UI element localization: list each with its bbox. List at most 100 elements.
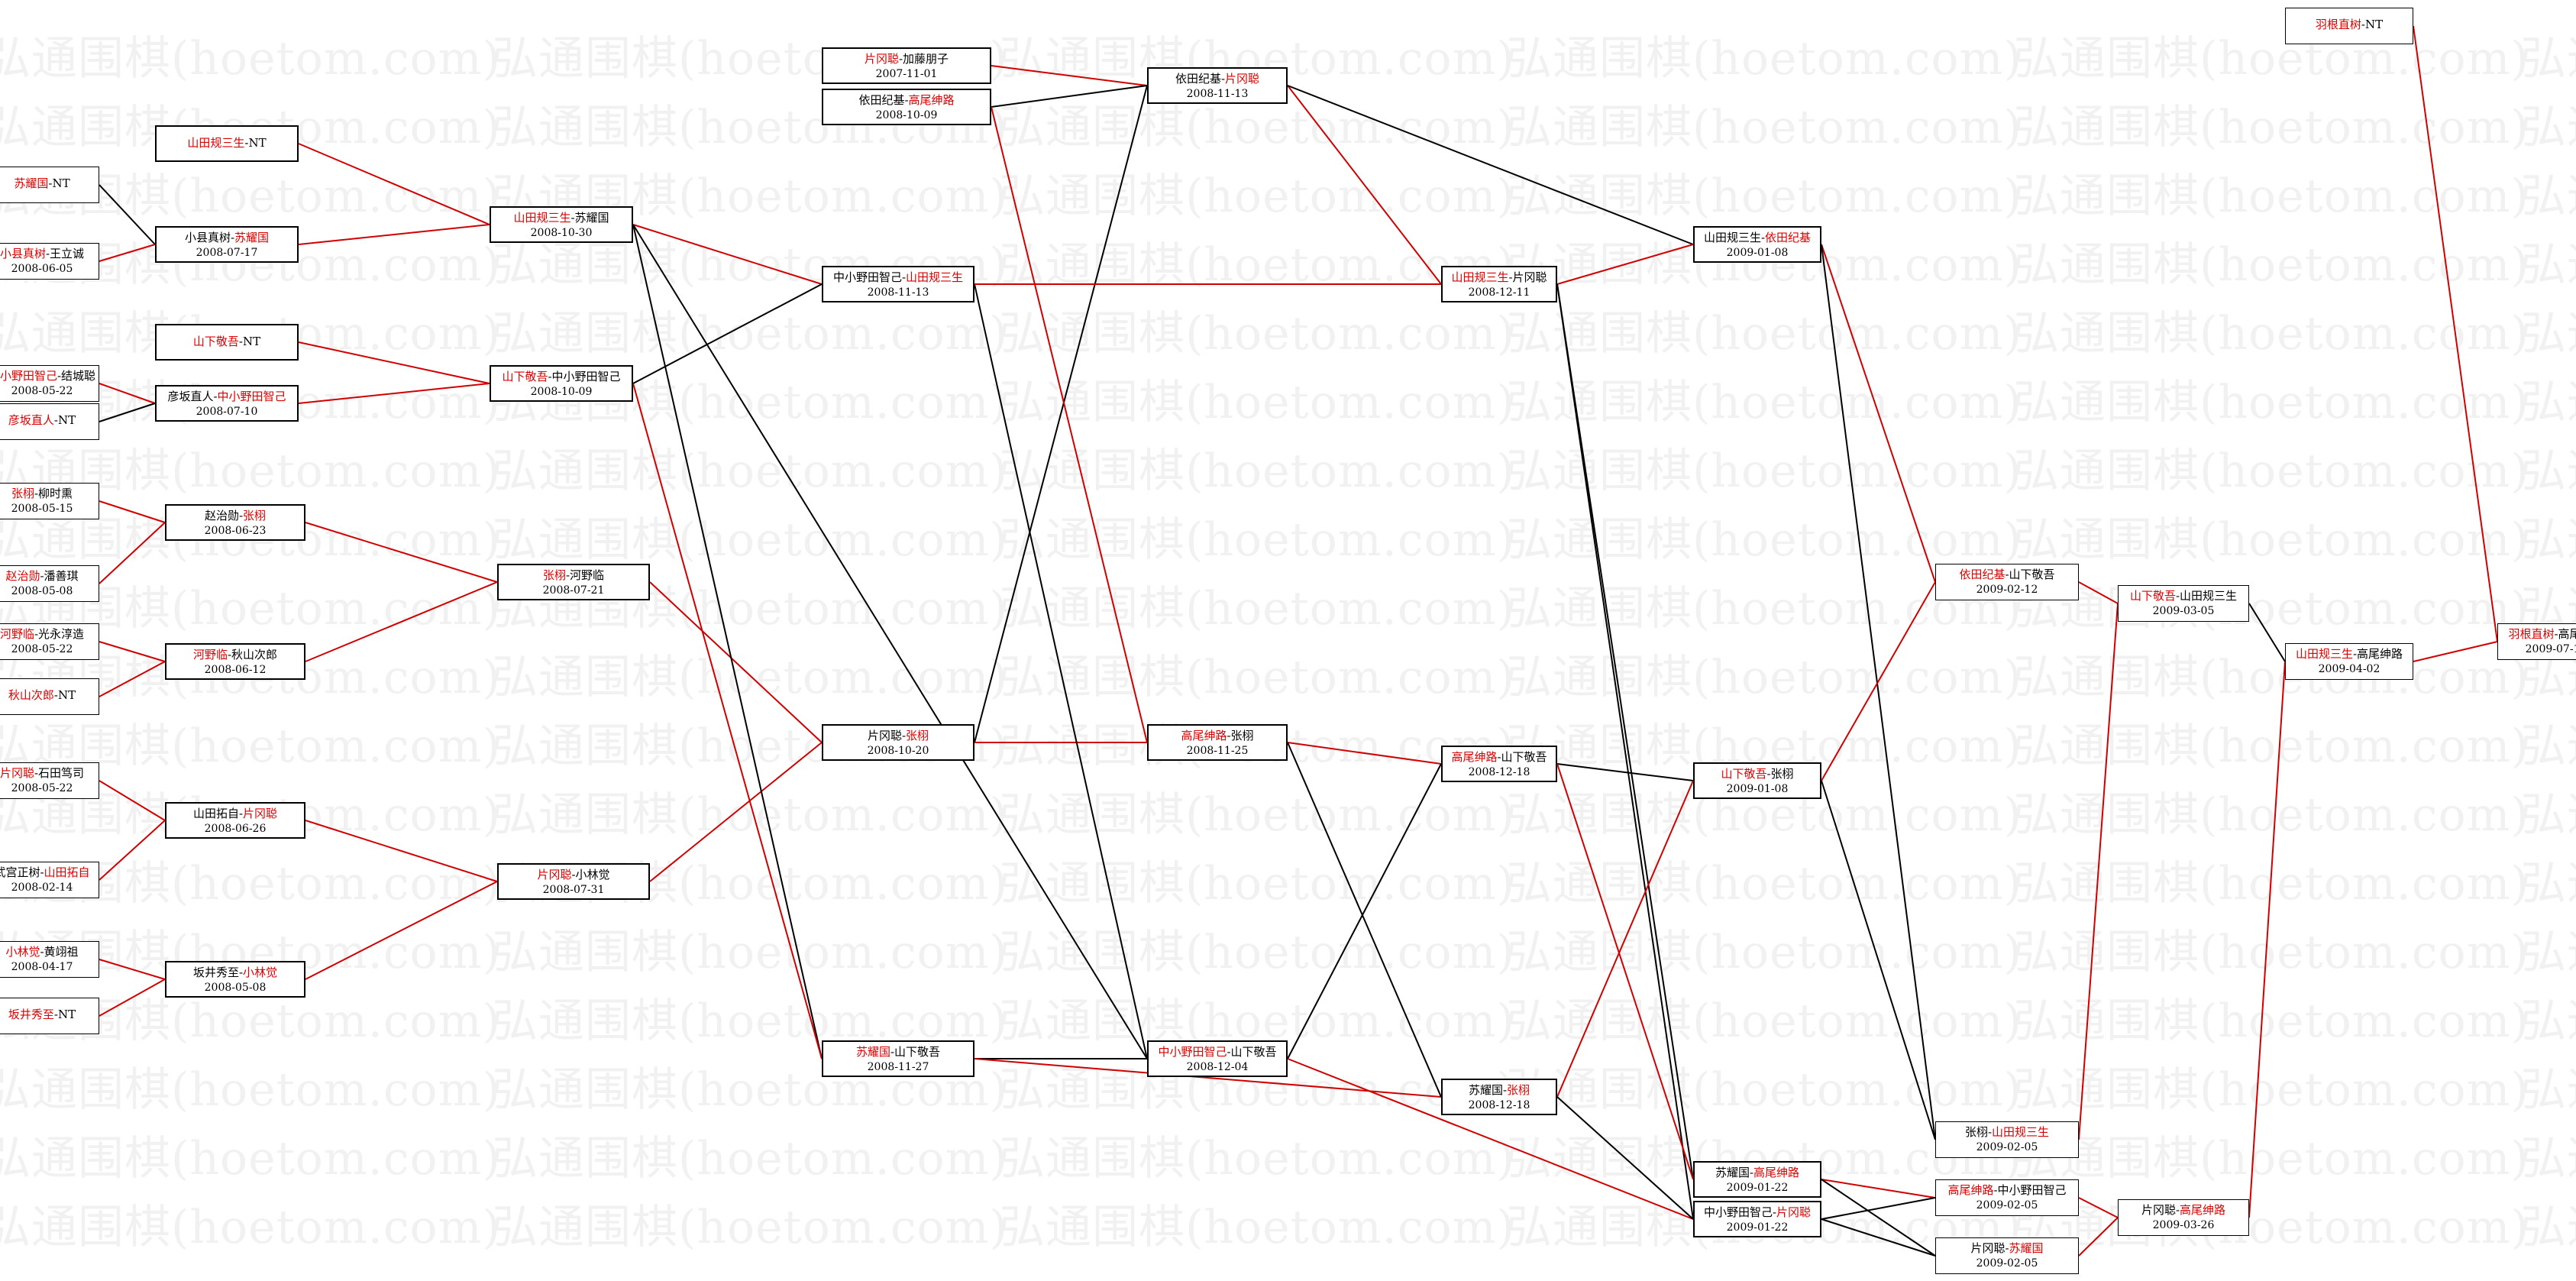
player-one: 片冈聪 [864,52,899,66]
connector-r7d-r8c [1821,1197,1936,1220]
game-date: 2009-07-15 [2525,643,2576,655]
vs-separator: - [1497,750,1501,764]
player-one: 中小野田智己 [1158,1045,1227,1059]
player-two: NT [52,176,70,190]
player-one: 依田纪基 [1959,568,2006,581]
connector-r6a-r7d [1556,283,1694,1220]
player-two: 加藤朋子 [903,52,949,66]
player-two: 片冈聪 [1512,270,1547,284]
vs-separator: - [53,1008,58,1021]
connector-r6c-r7b [1556,780,1694,1098]
player-one: 山田规三生 [2295,647,2353,661]
player-one: 山田拓自 [192,807,239,820]
player-two: 依田纪基 [1765,231,1812,244]
game-players: 羽根直树-高尾绅路 [2500,626,2576,642]
connector-r6a-r7c [1556,283,1694,1180]
player-one: 苏耀国 [855,1045,890,1059]
game-players: 羽根直树-NT [2288,16,2410,33]
vs-separator: - [548,370,552,383]
connector-r1i-r2g [99,780,166,821]
game-players: 山田规三生-苏耀国 [493,209,629,226]
game-players: 山田规三生-NT [159,134,295,151]
game-date: 2008-05-15 [11,503,73,515]
player-one: 山田规三生 [187,136,245,150]
player-two: 山田规三生 [2180,589,2238,603]
connector-r1e-r2e [99,500,166,523]
game-date: 2008-10-30 [530,227,593,239]
connector-r1j-r2g [99,820,166,881]
game-date: 2008-06-12 [204,664,267,676]
game-date: 2008-05-22 [11,385,73,397]
player-one: 依田纪基 [858,93,905,107]
player-two: 山下敬吾 [894,1045,941,1059]
player-two: 结城聪 [61,369,96,383]
game-players: 山下敬吾-张栩 [1697,765,1818,782]
game-box[interactable]: 山田规三生-NT [155,125,299,162]
game-box[interactable]: 坂井秀至-NT [0,998,99,1034]
game-players: 彦坂直人-中小野田智己 [159,388,295,405]
game-box[interactable]: 羽根直树-NT [2285,8,2413,44]
connector-r3a-r4e [632,224,823,1059]
vs-separator: - [1987,1125,1993,1139]
game-box[interactable]: 山下敬吾-NT [155,324,299,361]
connector-r4d-r5a [974,85,1148,743]
player-one: 片冈聪 [0,766,34,780]
connector-r6b-r7b [1556,763,1694,781]
vs-separator: - [227,648,232,662]
player-one: 小县真树 [0,247,46,260]
player-two: NT [248,136,267,150]
game-box[interactable]: 苏耀国-NT [0,167,99,203]
game-date: 2009-03-05 [2152,605,2215,617]
game-players: 小县真树-王立诚 [0,245,96,262]
connector-r5c-r6b [1287,763,1442,1059]
game-box[interactable]: 彦坂直人-NT [0,403,99,440]
player-one: 山田规三生 [513,211,571,225]
vs-separator: - [2005,1241,2009,1255]
vs-separator: - [34,487,39,500]
vs-separator: - [244,136,249,150]
game-box[interactable]: 秋山次郎-NT [0,678,99,715]
game-players: 依田纪基-高尾绅路 [826,92,987,108]
